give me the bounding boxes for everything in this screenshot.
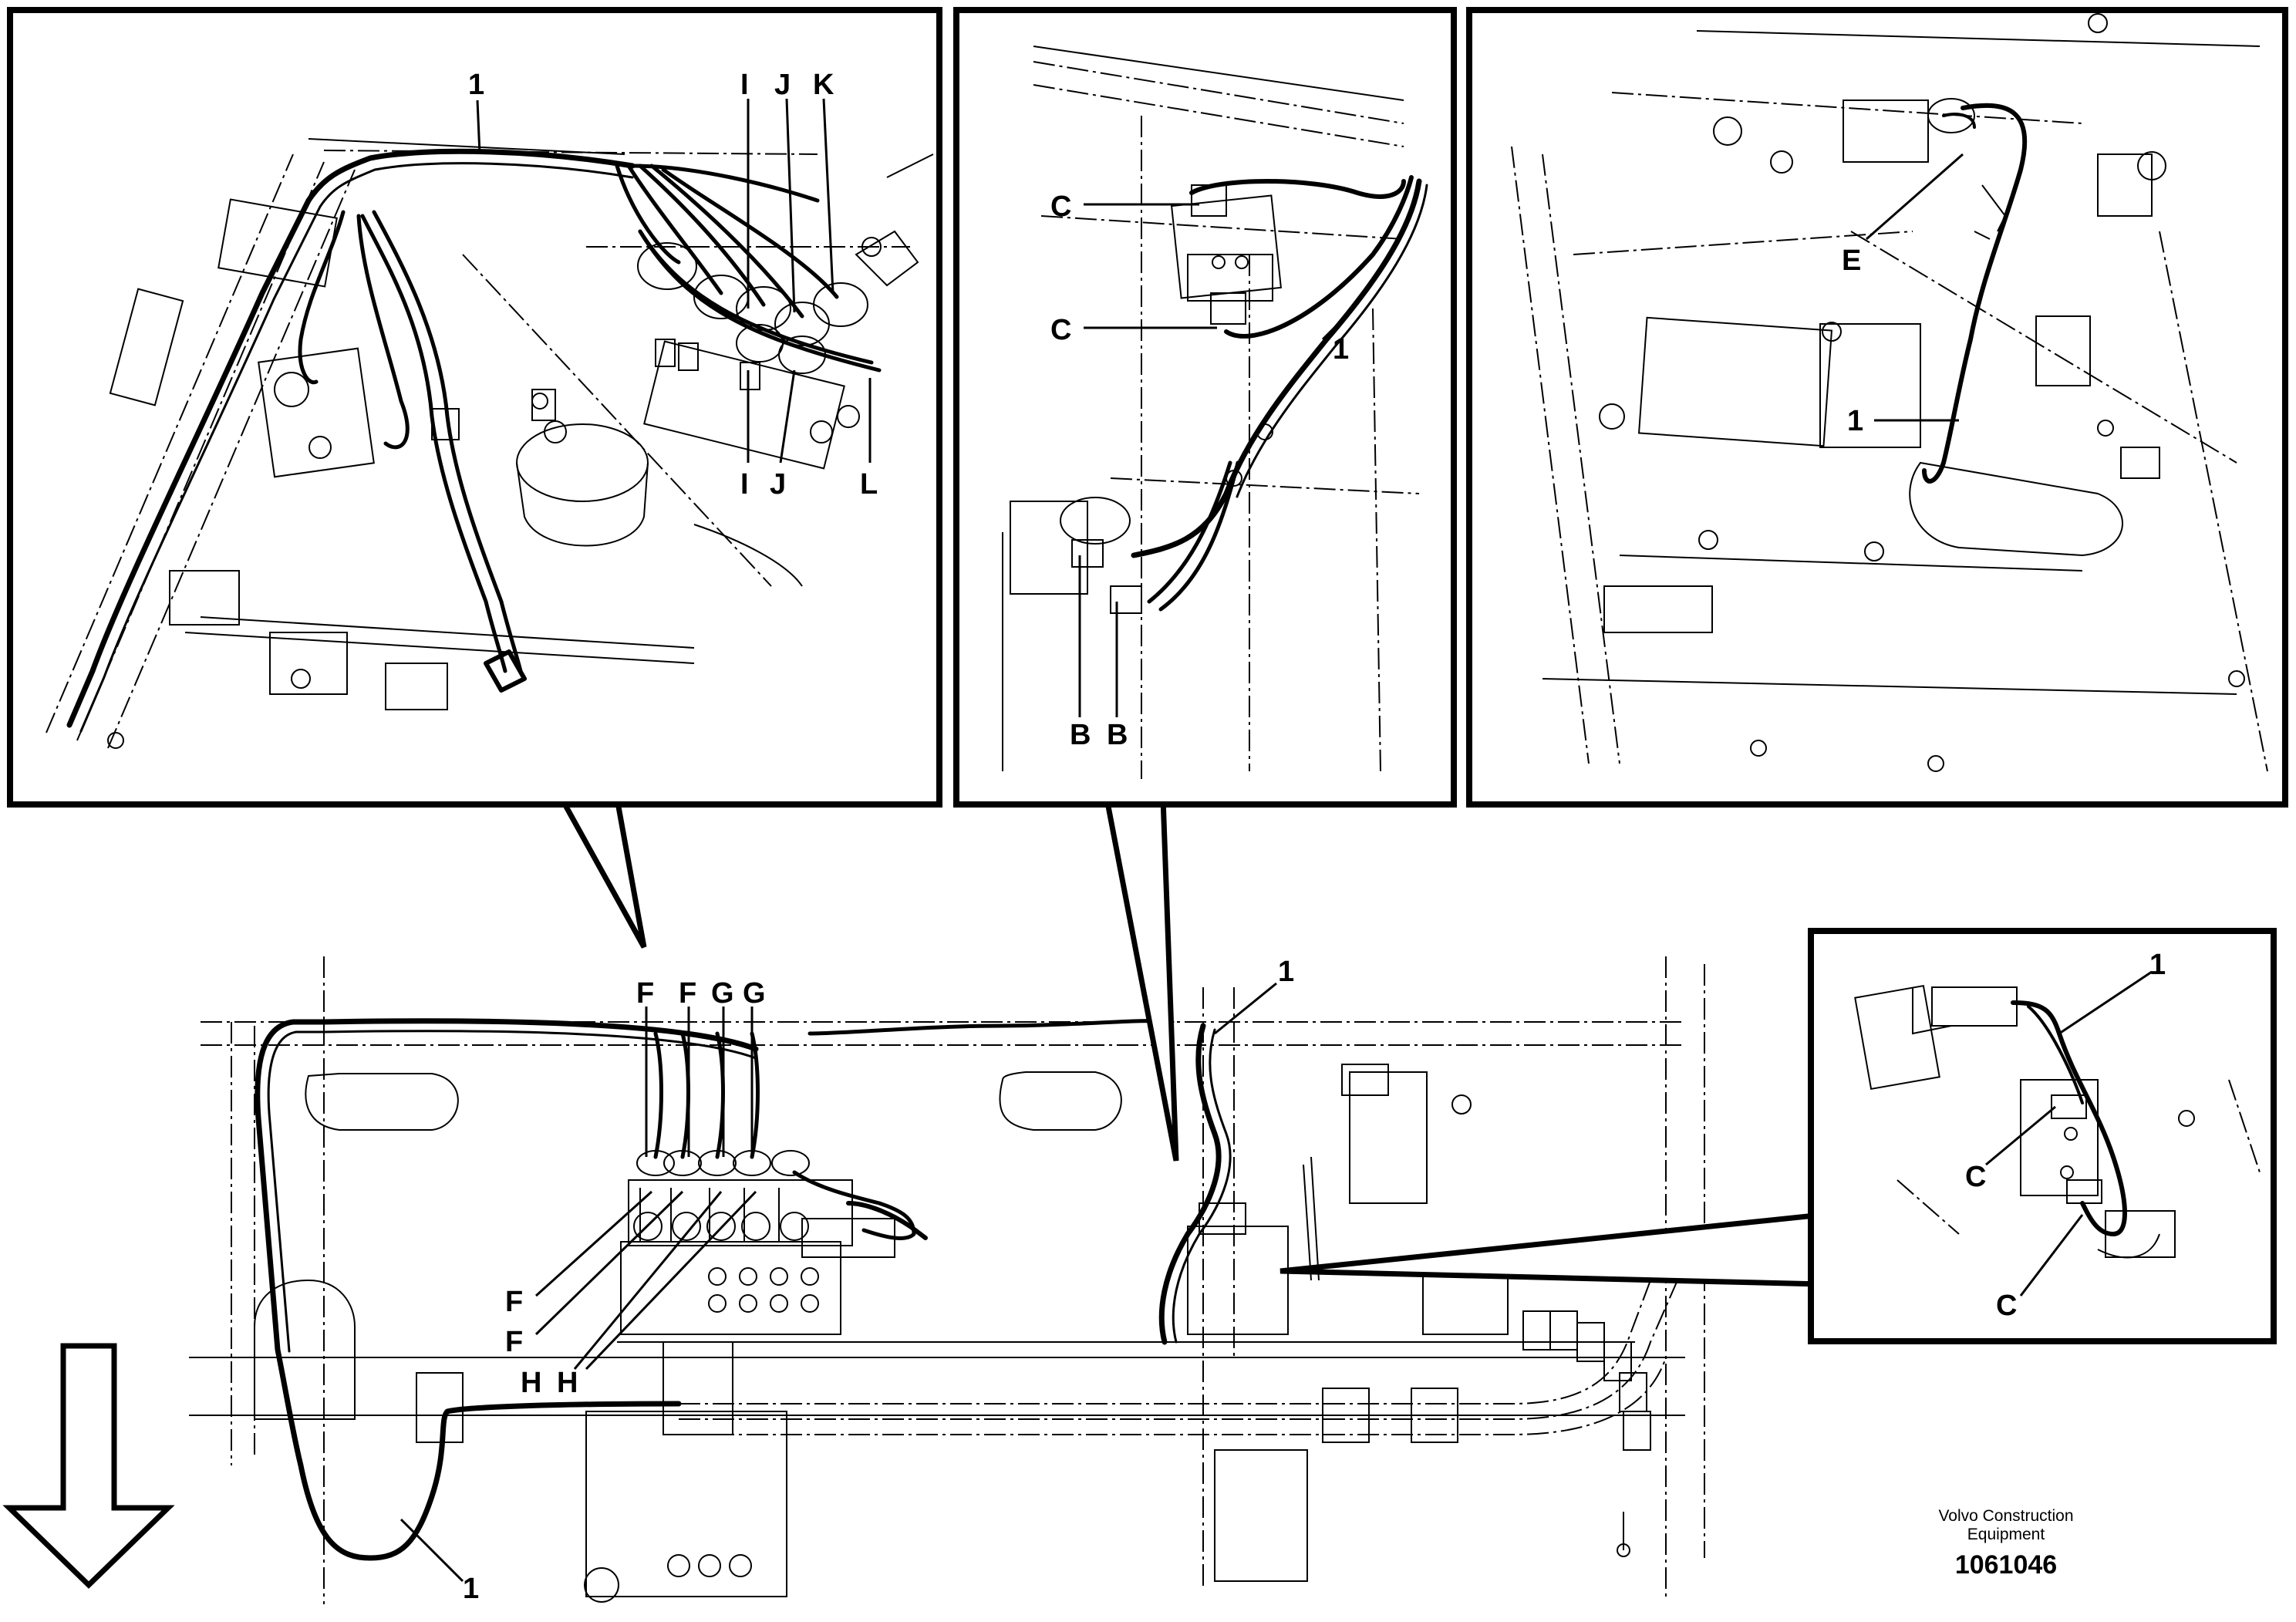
label-1-panel-3: 1 xyxy=(1847,405,1863,437)
label-H-bottom-2: H xyxy=(557,1367,578,1399)
panel-2-labels: C C 1 B B xyxy=(1050,191,1349,751)
label-F-bottom-1: F xyxy=(505,1286,523,1318)
label-B-right: B xyxy=(1107,719,1128,751)
label-J-bottom: J xyxy=(770,468,786,501)
harness-1-panel-1 xyxy=(66,148,882,733)
panel-3-components xyxy=(1599,13,2245,772)
detail-panel-2: C C 1 B B xyxy=(953,7,1457,808)
label-F-bottom-2: F xyxy=(505,1326,523,1358)
overview-view: F F G G F F H H 1 1 xyxy=(2,956,1705,1605)
label-L-bottom: L xyxy=(860,468,878,501)
footer-block: Volvo Construction Equipment 1061046 xyxy=(1938,1507,2073,1580)
callout-tails xyxy=(557,795,1826,1287)
overview-valve-block xyxy=(620,1150,895,1335)
overview-frame-lines xyxy=(189,956,1705,1604)
overview-leaders xyxy=(400,982,1277,1583)
detail-panel-1: 1 I J K I J L xyxy=(7,7,942,808)
panel-3-leaders xyxy=(1866,153,1964,422)
label-1-overview-bottom: 1 xyxy=(463,1573,479,1605)
label-G-top-2: G xyxy=(743,977,766,1010)
detail-panel-3: E 1 xyxy=(1466,7,2288,808)
label-F-top-2: F xyxy=(679,977,696,1010)
label-C-panel-4-bottom: C xyxy=(1996,1290,2017,1322)
harness-1-overview xyxy=(255,1018,1232,1561)
label-I-bottom: I xyxy=(740,468,749,501)
direction-arrow xyxy=(2,1343,175,1589)
panel-4-labels: 1 C C xyxy=(1965,949,2166,1322)
label-E: E xyxy=(1842,244,1861,277)
label-1-panel-4: 1 xyxy=(2149,949,2166,981)
label-G-top-1: G xyxy=(711,977,734,1010)
panel-2-frame-lines xyxy=(1002,46,1420,779)
harness-1-panel-2 xyxy=(1131,175,1428,612)
overview-labels: F F G G F F H H 1 1 xyxy=(463,956,1294,1605)
label-C-panel-2-top: C xyxy=(1050,191,1071,223)
label-C-panel-2-bottom: C xyxy=(1050,314,1071,346)
company-name-line-2: Equipment xyxy=(1967,1526,2045,1543)
label-I-top: I xyxy=(740,69,749,101)
company-name-line-1: Volvo Construction xyxy=(1938,1507,2073,1525)
label-C-panel-4-top: C xyxy=(1965,1161,1986,1193)
cable-chain-links xyxy=(1522,1310,1651,1451)
panel-1-leaders xyxy=(476,98,872,464)
drawing-number: 1061046 xyxy=(1955,1550,2057,1580)
harness-1-panel-3 xyxy=(1922,103,2028,484)
harness-1-panel-4 xyxy=(2011,1000,2127,1236)
panel-3-frame-lines xyxy=(1511,30,2268,772)
panel-2-leaders xyxy=(1078,203,1347,717)
label-F-top-1: F xyxy=(636,977,654,1010)
panel-3-labels: E 1 xyxy=(1842,244,1863,437)
label-1-panel-1: 1 xyxy=(468,69,484,101)
label-1-overview-top: 1 xyxy=(1278,956,1294,988)
label-1-panel-2: 1 xyxy=(1333,333,1349,366)
label-B-left: B xyxy=(1070,719,1091,751)
panel-4-leaders xyxy=(1985,970,2153,1297)
panel-4-frame-lines xyxy=(1896,987,2261,1259)
panel-1-labels: 1 I J K I J L xyxy=(468,69,878,501)
panel-1-cylinder xyxy=(516,420,649,547)
overview-right-components xyxy=(416,1064,1630,1603)
label-J-top: J xyxy=(774,69,791,101)
panel-4-components xyxy=(1854,984,2195,1258)
detail-panel-4: 1 C C xyxy=(1808,928,2277,1344)
label-K-top: K xyxy=(813,69,834,101)
label-H-bottom-1: H xyxy=(521,1367,541,1399)
